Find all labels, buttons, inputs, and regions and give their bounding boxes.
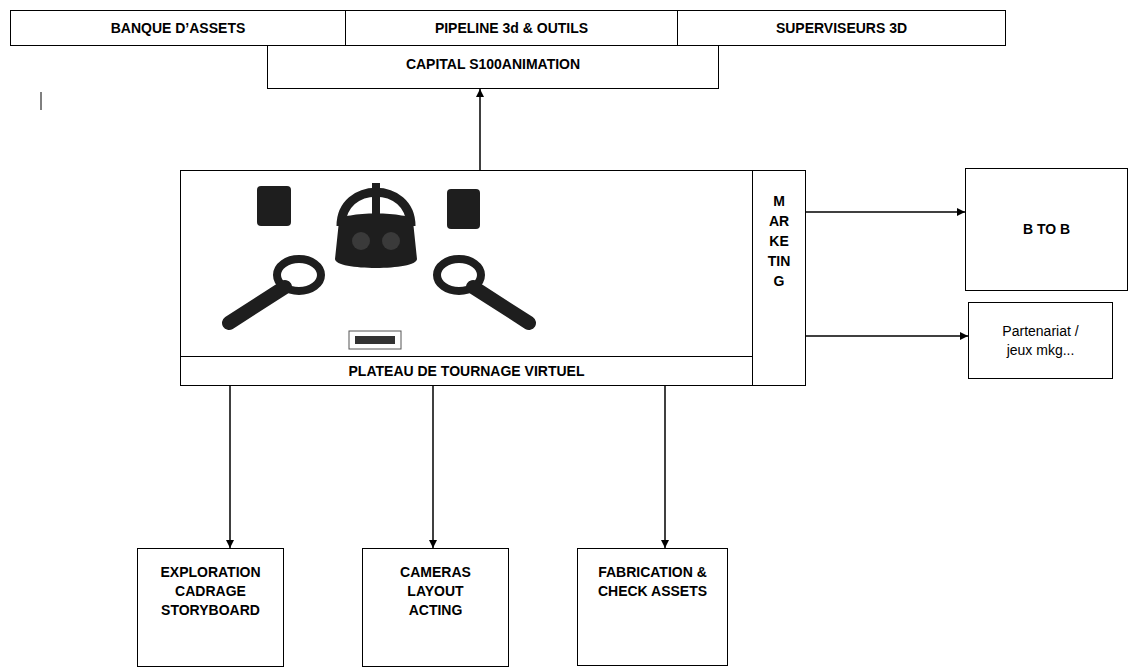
process-box: B TO B (965, 168, 1128, 291)
arrow-connector (806, 211, 965, 213)
arrow-connector (806, 335, 968, 337)
arrow-connector (229, 386, 231, 548)
box-label: BANQUE D’ASSETS (19, 19, 337, 38)
box-label: CAPITAL S100ANIMATION (276, 55, 710, 74)
headset-lens (352, 232, 370, 250)
motion-controller (437, 259, 529, 323)
box-label: B TO B (974, 220, 1119, 239)
arrow-connector (664, 386, 666, 548)
headset-strap (372, 183, 380, 216)
process-box: SUPERVISEURS 3D (677, 10, 1006, 46)
motion-controller (229, 259, 321, 323)
box-label: PIPELINE 3d & OUTILS (354, 19, 669, 38)
box-label: SUPERVISEURS 3D (686, 19, 997, 38)
box-label: FABRICATION & CHECK ASSETS (596, 563, 709, 601)
headset-lens (382, 232, 400, 250)
process-box: FABRICATION & CHECK ASSETS (577, 548, 728, 666)
process-box: CAPITAL S100ANIMATION (267, 45, 719, 89)
box-label: EXPLORATION CADRAGE STORYBOARD (156, 563, 265, 620)
process-box: BANQUE D’ASSETS (10, 10, 346, 46)
badge-mark (355, 336, 395, 344)
box-label: M AR KE TIN G (753, 191, 805, 291)
arrow-connector (479, 89, 481, 170)
text-cursor (41, 92, 42, 110)
vr-kit-illustration (181, 171, 752, 357)
process-box: EXPLORATION CADRAGE STORYBOARD (137, 548, 284, 667)
base-station (447, 189, 480, 229)
box-label: Partenariat / jeux mkg... (989, 322, 1092, 360)
box-label: CAMERAS LAYOUT ACTING (381, 563, 490, 620)
headset-body (335, 214, 417, 269)
band-label: PLATEAU DE TOURNAGE VIRTUEL (181, 356, 752, 385)
process-box: CAMERAS LAYOUT ACTING (362, 548, 509, 667)
badge (349, 331, 401, 349)
base-station (257, 186, 291, 226)
process-box: Partenariat / jeux mkg... (968, 302, 1113, 379)
process-box: PIPELINE 3d & OUTILS (345, 10, 678, 46)
arrow-connector (432, 386, 434, 548)
process-box: M AR KE TIN G (752, 170, 806, 386)
stage-panel: PLATEAU DE TOURNAGE VIRTUEL (180, 170, 753, 386)
